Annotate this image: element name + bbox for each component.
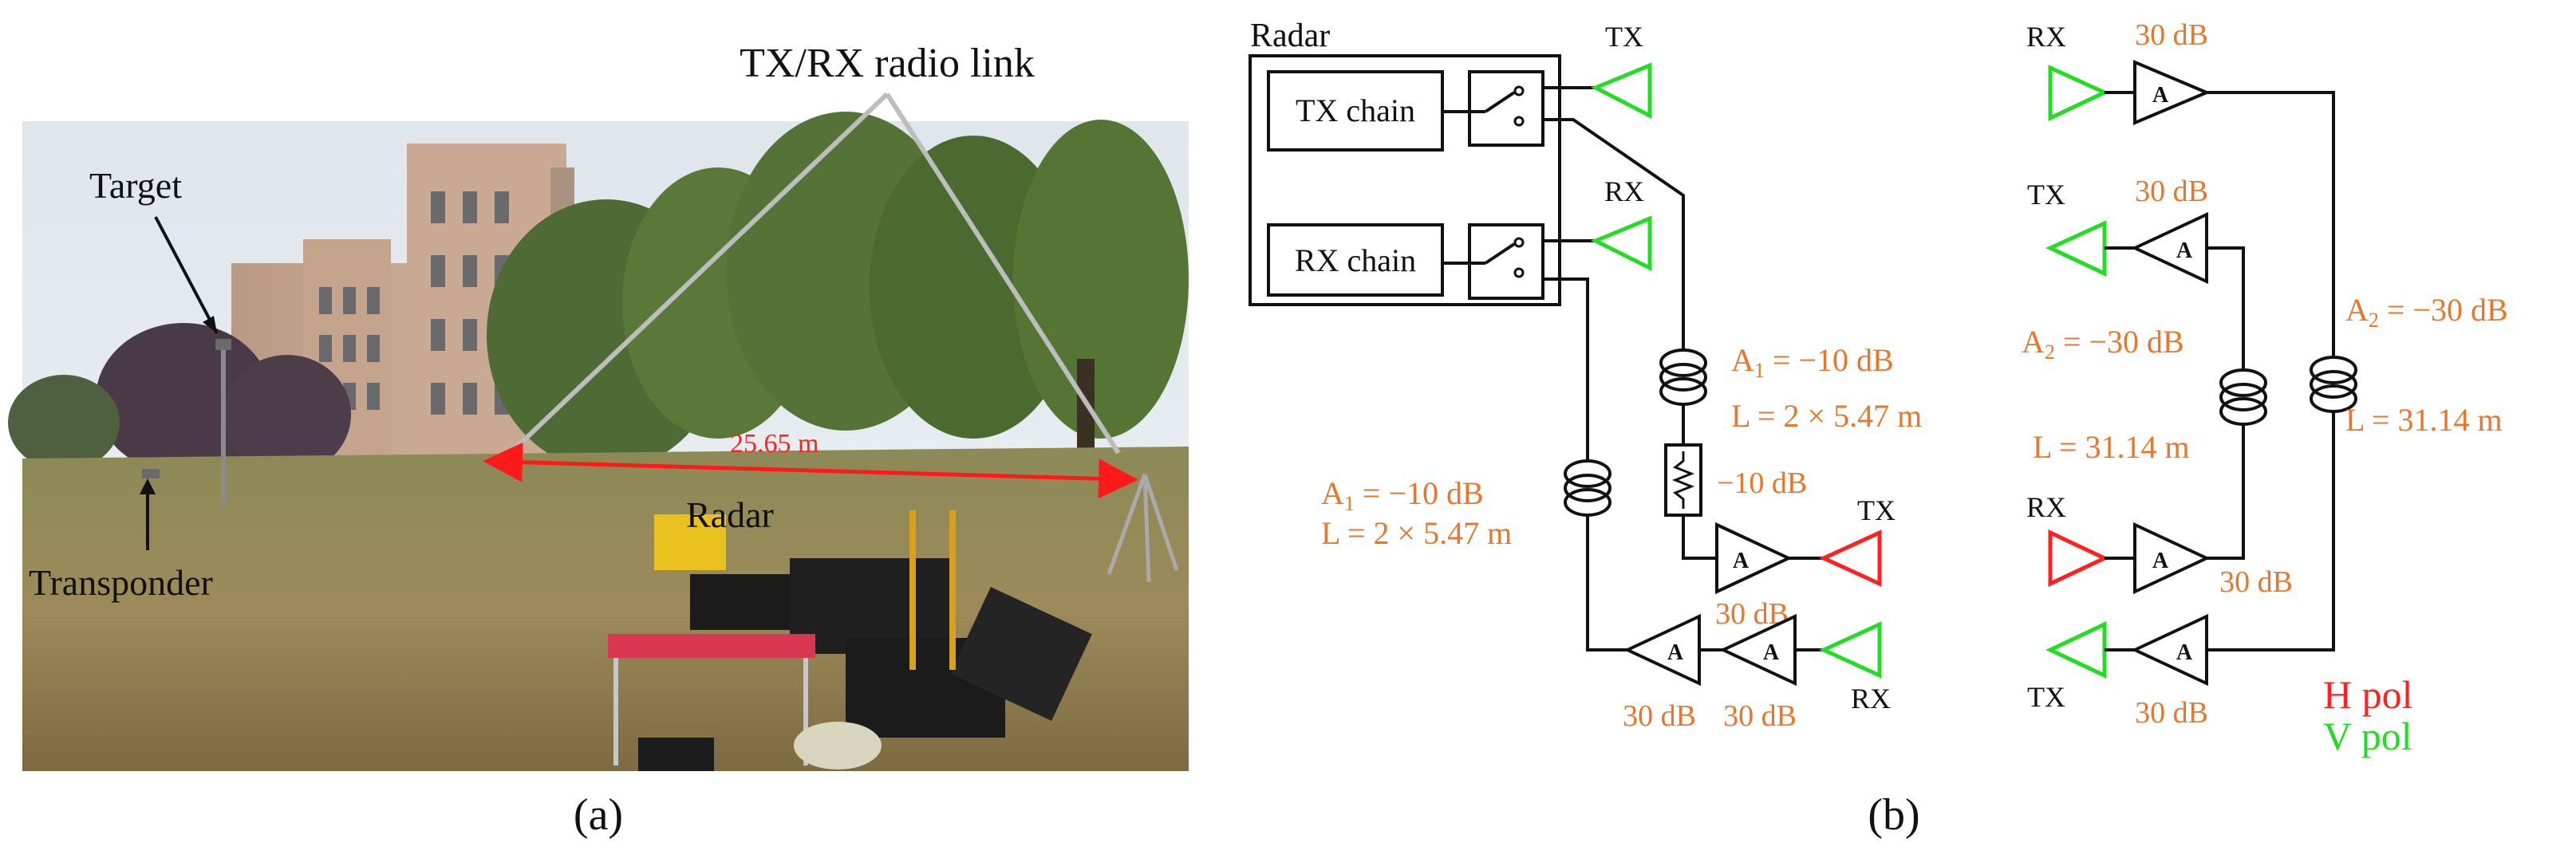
l-left-label: L = 2 × 5.47 m [1321, 515, 1512, 551]
radar-box-label: Radar [1250, 18, 1330, 54]
amp-right-low [2133, 522, 2211, 595]
amp-right-mid [2131, 211, 2208, 285]
radar-tripod [1107, 474, 1179, 583]
caption-a: (a) [574, 790, 623, 840]
cable-coil-left [1564, 459, 1611, 517]
radio-link-lines [508, 92, 1121, 455]
l-right-label: L = 2 × 5.47 m [1731, 398, 1922, 434]
tx-antenna-right-bottom [2045, 621, 2107, 679]
panel-a: 25.65 m TX/RX radio link Target Transpon… [8, 41, 1189, 840]
l-mid-label: L = 31.14 m [2033, 429, 2190, 465]
tx-right-mid-label: TX [2027, 179, 2065, 211]
amp-rx-b-glyph: A [1763, 640, 1780, 665]
trees [8, 112, 1189, 478]
caption-b: (b) [1868, 790, 1919, 840]
rx-antenna-right-top [2048, 65, 2109, 121]
panel-b: Radar TX chain RX chain TX RX [1249, 18, 2508, 840]
target-mast [215, 339, 231, 506]
tx-right-bottom-label: TX [2027, 681, 2065, 713]
rx-chain-label: RX chain [1295, 242, 1416, 278]
rx-antenna-top [1590, 215, 1652, 272]
tx-red-label: TX [1857, 494, 1896, 526]
a1-left-label: A1 = −10 dB [1321, 475, 1484, 515]
tx-antenna-right-mid [2045, 220, 2107, 277]
tx-antenna-hpol [1818, 529, 1882, 587]
amp-tx [1715, 522, 1793, 595]
amp-right-top-glyph: A [2152, 83, 2169, 108]
a2-right-label: A2 = −30 dB [2345, 292, 2508, 332]
a1-right-label: A1 = −10 dB [1731, 342, 1894, 382]
legend-v-pol: V pol [2323, 714, 2412, 758]
amp-right-bottom [2131, 613, 2208, 687]
rx-antenna-hpol [2048, 529, 2109, 587]
amp-rx-a [1623, 613, 1701, 687]
amp-rx-a-glyph: A [1667, 640, 1684, 665]
amp-right-low-glyph: A [2152, 549, 2169, 573]
target-pointer-head [203, 316, 217, 333]
amp-rx-a-gain: 30 dB [1623, 699, 1696, 733]
amp-right-bottom-gain: 30 dB [2135, 696, 2208, 730]
transponder-device [142, 469, 160, 478]
rx-right-top-label: RX [2026, 21, 2066, 53]
rx-antenna-vpol-bottom [1818, 621, 1882, 679]
cable-coil-mid [2219, 368, 2267, 426]
transponder-pointer-head [140, 478, 156, 494]
field-photo: 25.65 m [8, 92, 1189, 771]
tx-top-label: TX [1605, 21, 1643, 53]
radar-label: Radar [686, 494, 774, 535]
l-far-right-label: L = 31.14 m [2345, 402, 2503, 438]
target-label: Target [89, 165, 182, 206]
amp-right-bottom-glyph: A [2176, 640, 2193, 665]
rx-red-label: RX [2026, 491, 2066, 523]
rx-chain-box [1267, 223, 1444, 297]
rx-green-bottom-label: RX [1851, 683, 1891, 714]
amp-right-top [2133, 59, 2211, 126]
amp-right-mid-glyph: A [2176, 238, 2193, 263]
distance-label: 25.65 m [730, 429, 819, 459]
rx-switch [1442, 223, 1544, 300]
distance-arrow [483, 442, 1138, 499]
rx-top-label: RX [1604, 175, 1644, 207]
radar-box [1249, 54, 1561, 306]
amp-right-mid-gain: 30 dB [2135, 175, 2208, 208]
amp-right-low-gain: 30 dB [2219, 565, 2293, 599]
legend-h-pol: H pol [2323, 672, 2413, 717]
radio-link-label: TX/RX radio link [740, 41, 1035, 86]
cable-coil-right [1659, 348, 1707, 406]
tx-switch [1442, 70, 1544, 147]
amp-right-top-gain: 30 dB [2135, 18, 2208, 52]
target-pointer [154, 216, 219, 334]
amp-tx-glyph: A [1733, 549, 1750, 573]
transponder-label: Transponder [29, 562, 213, 603]
tx-chain-label: TX chain [1296, 93, 1415, 128]
tx-antenna-top [1591, 62, 1652, 120]
a2-mid-label: A2 = −30 dB [2022, 324, 2184, 364]
amp-rx-b-gain: 30 dB [1723, 699, 1797, 733]
attenuator-label: −10 dB [1717, 466, 1807, 500]
equipment-table [608, 510, 1092, 771]
